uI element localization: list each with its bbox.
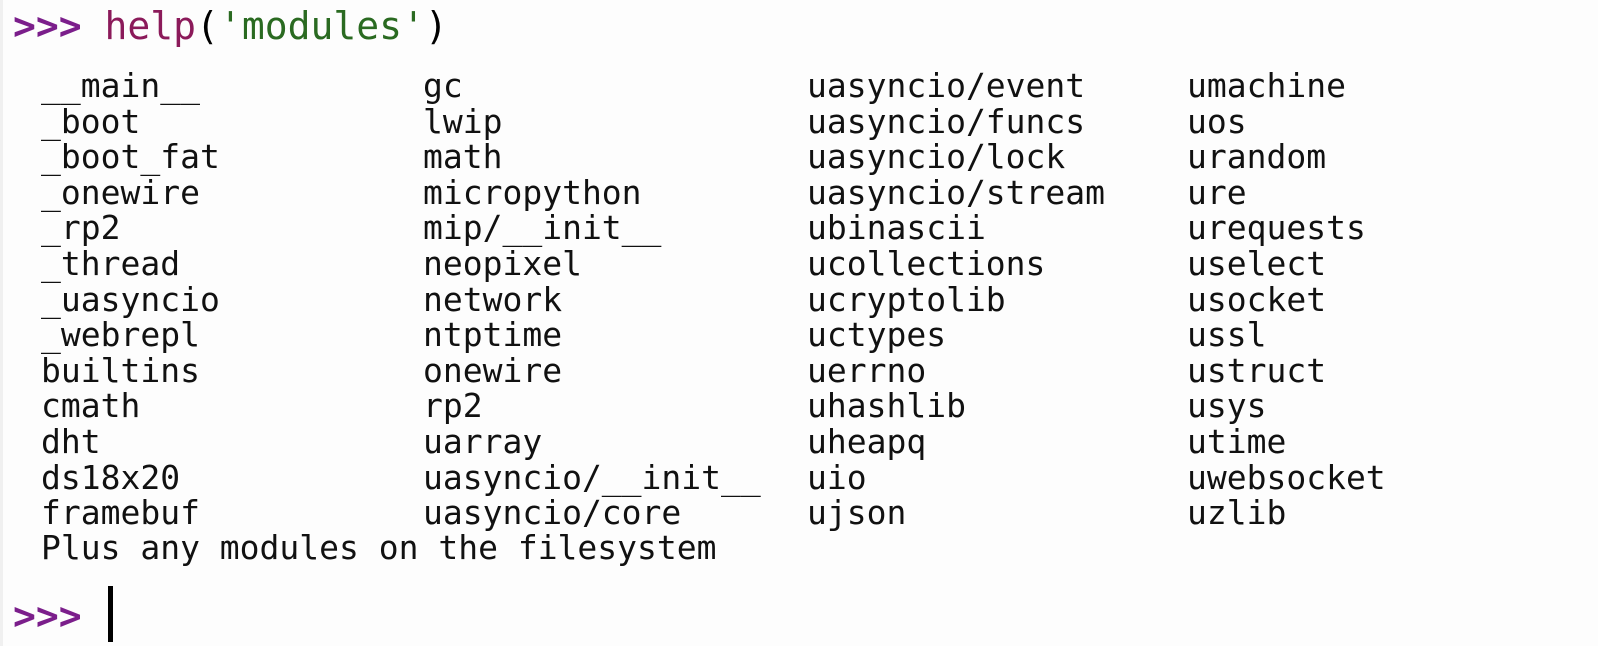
module-row: dht uarray uheapq utime [41,424,1567,460]
module-name: uzlib [1187,493,1287,533]
string-argument: 'modules' [218,4,425,48]
repl-prompt: >>> [13,4,82,48]
module-name: urandom [1187,137,1327,177]
module-name: _boot_fat [41,137,220,177]
module-name: _boot [41,101,141,141]
close-paren: ) [424,4,448,48]
module-name: uasyncio/funcs [807,101,1086,141]
module-name: mip/__init__ [423,208,662,248]
module-name: uhashlib [807,386,966,426]
module-name: _uasyncio [41,279,220,319]
module-name: _rp2 [41,208,121,248]
module-name: ussl [1187,315,1267,355]
module-name: ure [1187,172,1247,212]
module-name: _webrepl [41,315,200,355]
module-name: _thread [41,243,181,283]
filesystem-note: Plus any modules on the filesystem [41,528,717,567]
module-name: ds18x20 [41,457,181,497]
module-name: lwip [423,101,503,141]
module-name: network [423,279,563,319]
module-name: ucryptolib [807,279,1006,319]
module-name: uselect [1187,243,1327,283]
prompt-space [82,4,105,48]
open-paren: ( [196,4,219,48]
module-row: _webrepl ntptime uctypes ussl [41,317,1567,353]
module-name: builtins [41,350,200,390]
module-row: _boot_fat math uasyncio/lock urandom [41,139,1567,175]
module-name: ntptime [423,315,563,355]
module-row: _onewire micropython uasyncio/stream ure [41,175,1567,211]
module-name: uio [807,457,867,497]
module-name: ustruct [1187,350,1327,390]
module-name: rp2 [423,386,483,426]
module-name: uerrno [807,350,927,390]
module-row: ds18x20 uasyncio/__init__ uio uwebsocket [41,457,1567,497]
module-row: framebuf uasyncio/core ujson uzlib [41,495,1567,531]
module-name: uasyncio/core [423,493,682,533]
text-cursor [108,586,113,642]
module-name: uheapq [807,421,927,461]
module-name: ubinascii [807,208,986,248]
module-name: gc [423,66,463,105]
module-name: uos [1187,101,1247,141]
module-row: _rp2 mip/__init__ ubinascii urequests [41,210,1567,246]
module-name: onewire [423,350,563,390]
command-line: >>> help('modules') [13,2,448,50]
module-name: __main__ [41,66,200,105]
module-name: umachine [1187,66,1346,105]
module-name: uwebsocket [1187,457,1386,497]
module-name: ucollections [807,243,1046,283]
module-row: _boot lwip uasyncio/funcs uos [41,101,1567,141]
module-list-grid: __main__ gc uasyncio/event umachine _boot lwi… [41,68,1567,531]
module-name: uasyncio/__init__ [423,457,761,497]
new-prompt-line: >>> [13,592,82,640]
module-row: _uasyncio network ucryptolib usocket [41,279,1567,319]
module-name: utime [1187,421,1287,461]
module-name: _onewire [41,172,200,212]
module-name: uarray [423,421,543,461]
module-name: ujson [807,493,907,533]
module-name: cmath [41,386,141,426]
module-name: uasyncio/lock [807,137,1066,177]
module-name: framebuf [41,493,200,533]
module-row: cmath rp2 uhashlib usys [41,388,1567,424]
module-row: __main__ gc uasyncio/event umachine [41,68,1567,104]
module-name: uctypes [807,315,947,355]
module-row: _thread neopixel ucollections uselect [41,246,1567,282]
module-row: builtins onewire uerrno ustruct [41,353,1567,389]
function-name-help: help [104,4,197,48]
module-name: urequests [1187,208,1366,248]
module-name: usocket [1187,279,1327,319]
module-name: micropython [423,172,642,212]
module-name: uasyncio/stream [807,172,1106,212]
module-name: uasyncio/event [807,66,1086,105]
module-name: math [423,137,503,177]
repl-prompt-new: >>> [13,594,82,638]
module-name: dht [41,421,101,461]
module-name: neopixel [423,243,582,283]
module-name: usys [1187,386,1267,426]
